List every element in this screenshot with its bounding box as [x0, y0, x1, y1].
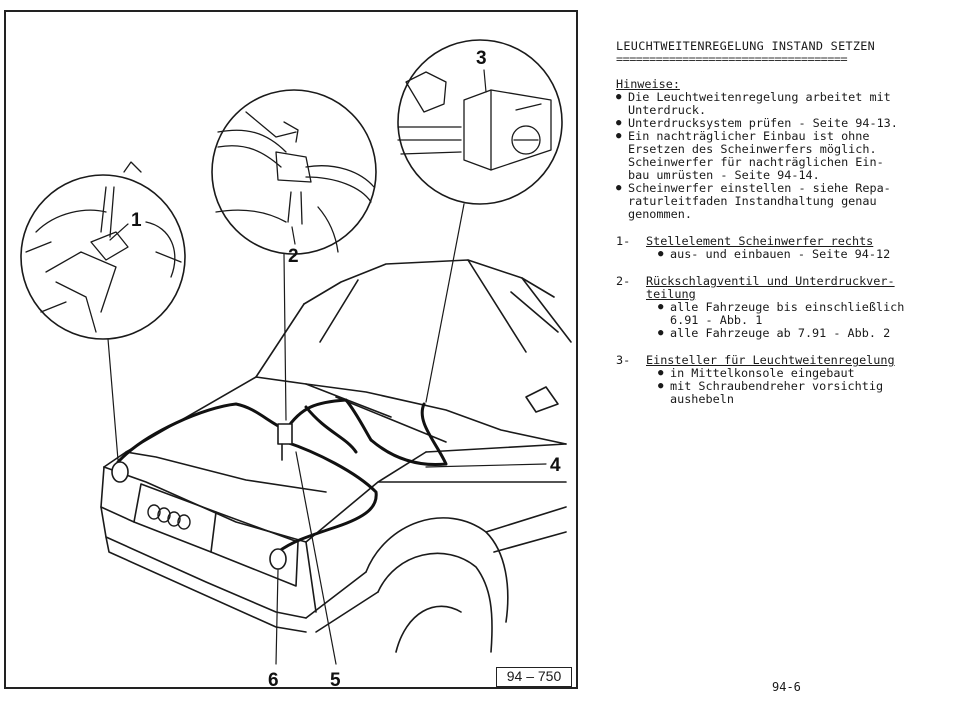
figure-id-label: 94 – 750 [496, 667, 572, 687]
callout-3: 3 [476, 48, 487, 69]
audi-logo [147, 504, 191, 530]
part-item-2: 2- Rückschlagventil und Unterdruckver- t… [616, 274, 956, 341]
part-subitem: mit Schraubendreher vorsichtig aushebeln [658, 380, 956, 406]
part-number: 1- [616, 234, 631, 248]
callout-2: 2 [288, 246, 299, 267]
headlight-range-diagram: 1 2 [20, 39, 572, 691]
part-subitem: alle Fahrzeuge bis einschließlich 6.91 -… [658, 301, 956, 327]
part-item-3: 3- Einsteller für Leuchtweitenregelung i… [616, 354, 956, 406]
part-subitem: aus- und einbauen - Seite 94-12 [658, 248, 956, 262]
note-item: Die Leuchtweitenregelung arbeitet mit Un… [616, 91, 956, 117]
part-title: Rückschlagventil und Unterdruckver- [646, 274, 895, 288]
note-item: Ein nachträglicher Einbau ist ohne Erset… [616, 130, 956, 182]
detail-circle-3: 3 [397, 39, 563, 205]
callout-5: 5 [330, 670, 341, 691]
part-title: Stellelement Scheinwerfer rechts [646, 234, 874, 248]
part-subitem: alle Fahrzeuge ab 7.91 - Abb. 2 [658, 327, 956, 341]
page-heading: LEUCHTWEITENREGELUNG INSTAND SETZEN [616, 39, 876, 53]
repair-notes: LEUCHTWEITENREGELUNG INSTAND SETZEN ====… [616, 40, 956, 406]
note-item: Scheinwerfer einstellen - siehe Repa- ra… [616, 182, 956, 221]
figure-frame: 1 2 [4, 10, 578, 691]
notes-title: Hinweise: [616, 77, 680, 91]
part-title: Einsteller für Leuchtweitenregelung [646, 353, 895, 367]
detail-circle-2: 2 [211, 89, 377, 267]
part-subitem: in Mittelkonsole eingebaut [658, 367, 956, 381]
leader-lines [107, 203, 547, 665]
note-item: Unterdrucksystem prüfen - Seite 94-13. [616, 117, 956, 131]
part-item-1: 1- Stellelement Scheinwerfer rechts aus-… [616, 234, 956, 262]
part-title-cont: teilung [646, 287, 696, 301]
headlight-elements [111, 461, 287, 570]
part-sublist: aus- und einbauen - Seite 94-12 [646, 248, 956, 262]
part-sublist: alle Fahrzeuge bis einschließlich 6.91 -… [646, 301, 956, 341]
part-number: 3- [616, 353, 631, 367]
part-sublist: in Mittelkonsole eingebaut mit Schrauben… [646, 367, 956, 406]
notes-list: Die Leuchtweitenregelung arbeitet mit Un… [616, 91, 956, 221]
car-body [100, 259, 572, 653]
callout-4: 4 [550, 455, 561, 476]
page-number: 94-6 [772, 680, 801, 694]
check-valve [277, 423, 293, 461]
callout-6: 6 [268, 670, 279, 691]
part-number: 2- [616, 274, 631, 288]
callout-1: 1 [131, 210, 142, 231]
vacuum-hoses [116, 398, 448, 554]
heading-rule: =================================== [616, 52, 848, 66]
detail-circle-1: 1 [20, 161, 186, 340]
